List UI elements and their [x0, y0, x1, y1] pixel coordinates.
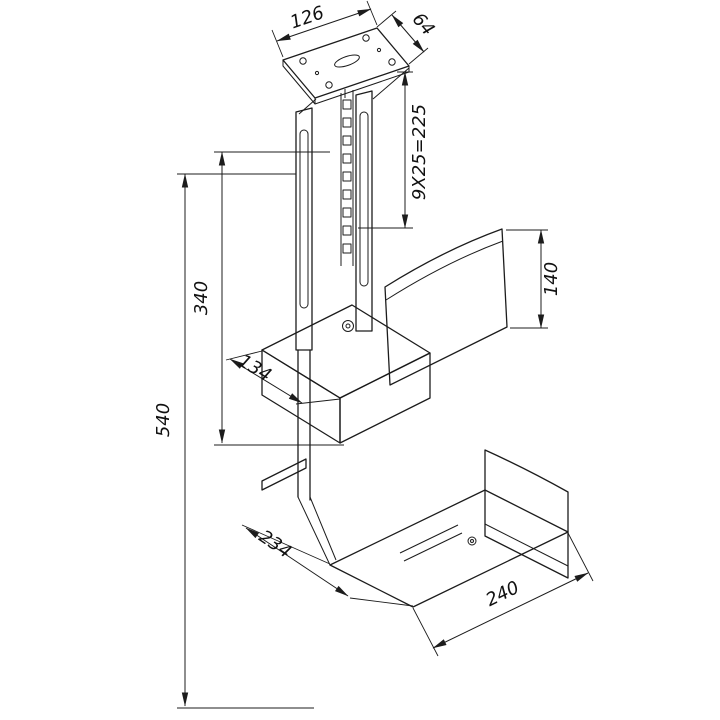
pilot-hole-icon: [376, 47, 382, 53]
dimension-64: 64: [376, 9, 439, 65]
dimension-line: [229, 358, 303, 404]
adjustment-hole: [342, 171, 352, 182]
tray-adjustment-slot: [399, 524, 463, 562]
extension-line: [271, 0, 378, 58]
dim-label-total-height: 540: [153, 403, 174, 437]
extension-line: [376, 10, 429, 65]
dim-label-shelf-depth: 134: [235, 350, 275, 386]
column-left-slot: [299, 129, 309, 309]
tray-screw-icon: [470, 539, 474, 543]
column-right-rail: [355, 90, 373, 332]
dimension-140: 140: [506, 229, 562, 329]
column-adjustment-holes: [342, 99, 352, 254]
dimension-126: 126: [271, 0, 378, 58]
dimension-line: [391, 14, 425, 53]
dimension-9x25: 9X25=225: [358, 71, 430, 229]
column-right-slot: [359, 111, 369, 287]
tray-side-plate: [484, 449, 569, 579]
mounting-plate-outline: [282, 27, 410, 99]
dimension-line: [245, 527, 349, 597]
pilot-hole-icon: [314, 70, 320, 76]
extension-line: [214, 151, 344, 446]
extension-line: [225, 350, 341, 405]
dimension-340: 340: [191, 151, 344, 446]
pivot-screw-icon: [345, 323, 351, 329]
dimension-540: 540: [153, 173, 314, 709]
tray-side-plate-fold-line: [484, 523, 569, 567]
adjustment-hole: [342, 189, 352, 200]
dim-label-tray-width: 240: [483, 577, 523, 611]
plate-screw-holes: [299, 34, 396, 89]
screw-hole-icon: [325, 81, 333, 89]
extension-line: [177, 173, 314, 709]
pivot-screw-icon: [342, 320, 354, 332]
dim-label-inner-column-height: 340: [191, 281, 212, 315]
tray-screw-icon: [467, 536, 477, 546]
support-column: [295, 90, 373, 501]
mounting-plate-thickness: [282, 60, 410, 105]
screw-hole-icon: [388, 58, 396, 66]
cpu-tray: [261, 449, 569, 608]
dimension-line: [432, 572, 589, 649]
adjustment-hole: [342, 99, 352, 110]
mounting-plate: [282, 27, 410, 115]
column-left-rail: [295, 107, 313, 351]
plate-center-slot: [334, 54, 360, 68]
adjustment-hole: [342, 117, 352, 128]
tray-bracket-bar: [261, 458, 307, 491]
screw-hole-icon: [299, 57, 307, 65]
dim-label-hole-spacing: 9X25=225: [409, 104, 430, 200]
column-to-tray-joint: [297, 496, 337, 566]
clamp-shelf-top: [261, 304, 431, 399]
adjustment-hole: [342, 225, 352, 236]
column-hole-strip: [340, 90, 354, 266]
tray-bottom-frame: [329, 489, 569, 608]
adjustment-hole: [342, 135, 352, 146]
dimension-134: 134: [225, 350, 341, 405]
dim-label-clamp-height: 140: [541, 262, 562, 296]
cpu-clamp: [261, 228, 508, 444]
adjustment-hole: [342, 153, 352, 164]
screw-hole-icon: [362, 34, 370, 42]
clamp-plate-fold-line: [385, 240, 504, 301]
clamp-plate: [384, 228, 508, 386]
dim-label-plate-width: 126: [288, 2, 327, 33]
clamp-shelf-front-face: [339, 352, 431, 444]
adjustment-hole: [342, 243, 352, 254]
clamp-shelf-left-face: [261, 349, 341, 444]
dimension-line: [276, 8, 372, 42]
adjustment-hole: [342, 207, 352, 218]
dim-label-plate-depth: 64: [408, 9, 439, 40]
